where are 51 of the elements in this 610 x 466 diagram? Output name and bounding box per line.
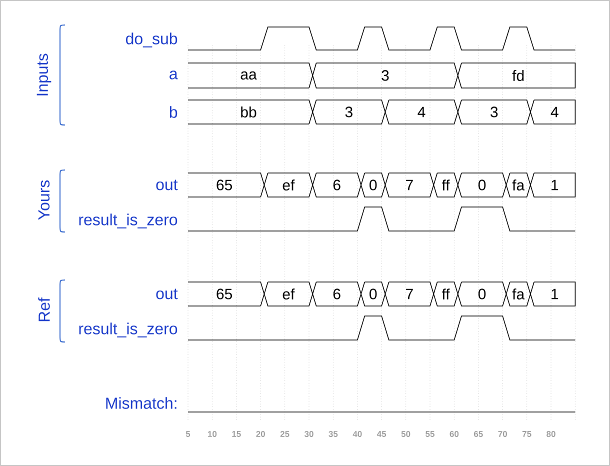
bus-segment: 1 bbox=[530, 172, 576, 198]
axis-tick-label: 45 bbox=[377, 431, 386, 437]
bus-segment: 3 bbox=[457, 100, 531, 124]
axis-tick-label: 70 bbox=[498, 431, 507, 437]
axis-tick-label: 35 bbox=[328, 431, 338, 438]
axis-tick-label: 60 bbox=[450, 431, 459, 437]
signal-name: a bbox=[170, 70, 178, 80]
signal-name: b bbox=[170, 106, 178, 118]
bus-segment: 7 bbox=[384, 282, 434, 306]
axis-tick-label: 20 bbox=[256, 431, 265, 437]
axis-tick-label: 40 bbox=[352, 431, 362, 437]
signal-name: do_sub bbox=[126, 32, 178, 48]
bus-segment: 65 bbox=[188, 172, 265, 198]
bus-segment: ef bbox=[264, 172, 314, 198]
bus-segment: 0 bbox=[360, 282, 386, 306]
axis-tick-label: 80 bbox=[546, 431, 556, 437]
axis-tick-label: 15 bbox=[232, 431, 241, 437]
bus-segment: fa bbox=[506, 282, 531, 306]
axis-tick-label: 25 bbox=[280, 431, 290, 437]
bus-segment: 3 bbox=[312, 62, 458, 88]
axis-tick-label: 30 bbox=[304, 431, 314, 438]
bus-segment: ef bbox=[264, 282, 314, 306]
bus-segment: 0 bbox=[360, 172, 386, 198]
bus-segment: aa bbox=[188, 62, 314, 88]
bus-segment: ff bbox=[433, 172, 458, 198]
bus-segment: 65 bbox=[188, 282, 265, 306]
bus-segment: 4 bbox=[530, 100, 576, 124]
signal-name: result_is_zero bbox=[79, 322, 178, 338]
axis-tick-label: 50 bbox=[401, 431, 410, 437]
signal-name: result_is_zero bbox=[79, 214, 178, 228]
bus-segment: bb bbox=[188, 100, 314, 124]
bus-segment: 4 bbox=[384, 100, 458, 124]
axis-tick-label: 65 bbox=[474, 431, 483, 437]
bus-segment: ff bbox=[433, 282, 458, 306]
bus-segment: 0 bbox=[457, 172, 507, 198]
bus-segment: fa bbox=[506, 172, 531, 198]
axis-tick-label: 5 bbox=[186, 431, 190, 437]
bus-segment: 7 bbox=[384, 172, 434, 198]
group-label: Ref bbox=[38, 298, 50, 322]
bus-segment: 6 bbox=[312, 282, 362, 306]
group-label: Yours bbox=[38, 180, 50, 220]
bus-segment: 0 bbox=[457, 282, 507, 306]
signal-name: Mismatch: bbox=[106, 397, 176, 409]
axis-tick-label: 75 bbox=[522, 431, 532, 437]
bus-segment: 6 bbox=[312, 172, 362, 198]
bus-segment: 1 bbox=[530, 282, 576, 306]
axis-tick-label: 55 bbox=[426, 431, 434, 437]
axis-tick-label: 10 bbox=[208, 431, 217, 437]
bus-segment: fd bbox=[457, 62, 576, 88]
group-label: Inputs bbox=[36, 54, 52, 96]
bus-segment: 3 bbox=[312, 100, 386, 124]
